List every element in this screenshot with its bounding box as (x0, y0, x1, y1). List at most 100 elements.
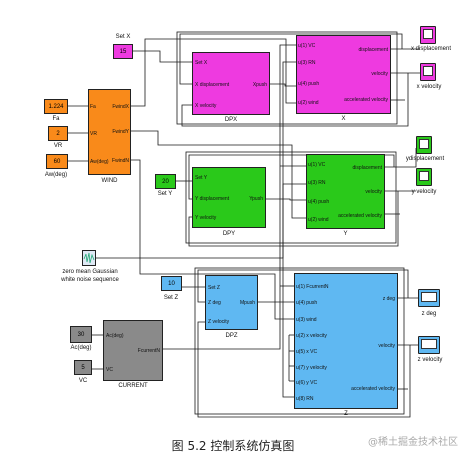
dpx-in-disp: X displacement (195, 82, 230, 88)
x-in-4: u(2) wind (298, 100, 319, 106)
x-out-disp: displacement (358, 47, 388, 53)
y-out-disp: displacement (352, 165, 382, 171)
y-in-1: u(1) VC (308, 162, 326, 168)
noise-block[interactable] (82, 250, 96, 266)
dpy-block[interactable]: Set Y Y displacement Y velocity Ypush (192, 167, 266, 228)
z-in-1: u(1) FcurrentN (296, 284, 329, 290)
dpz-block[interactable]: Set Z Z deg Z velocity Mpush (205, 275, 258, 330)
x-out-acc: accelerated velocity (344, 97, 388, 103)
fa-value: 1.224 (48, 103, 64, 110)
vr-value: 2 (56, 130, 60, 137)
x-in-2: u(3) RN (298, 60, 316, 66)
z-name: Z (344, 411, 348, 417)
current-out: FcurrentN (137, 348, 160, 354)
set-y-label: Set Y (157, 191, 173, 197)
x-name: X (341, 116, 346, 122)
fa-label: Fa (52, 116, 60, 122)
wind-name: WIND (101, 178, 118, 184)
wind-out-x: FwindX (112, 104, 129, 110)
z-in-5: u(5) x VC (296, 349, 318, 355)
z-velocity-scope[interactable] (418, 336, 440, 354)
wind-out-y: FwindY (112, 129, 129, 135)
dpz-out-push: Mpush (239, 300, 255, 306)
z-block[interactable]: u(1) FcurrentN u(4) push u(3) wind u(2) … (294, 273, 398, 409)
aw-value: 60 (53, 158, 61, 165)
z-out-deg: z deg (382, 296, 395, 302)
x-displacement-scope[interactable] (420, 26, 436, 44)
set-z-value: 10 (168, 280, 175, 287)
aw-constant[interactable]: 60 (46, 154, 68, 169)
set-y-constant[interactable]: 20 (155, 174, 176, 189)
wind-out-n: FwindN (112, 158, 129, 164)
dpx-in-vel: X velocity (195, 103, 217, 109)
vr-constant[interactable]: 2 (48, 126, 68, 141)
y-name: Y (343, 231, 348, 237)
x-in-3: u(4) push (298, 81, 320, 87)
dpz-in-vel: Z velocity (208, 319, 230, 325)
set-x-label: Set X (115, 34, 131, 40)
aw-label: Aw(deg) (44, 172, 68, 178)
current-block[interactable]: Ac(deg) VC FcurrentN (103, 320, 163, 381)
dpy-in-vel: Y velocity (195, 215, 217, 221)
noise-label-2: white noise sequence (61, 277, 119, 283)
y-out-acc: accelerated velocity (338, 213, 382, 219)
x-block[interactable]: u(1) VC u(3) RN u(4) push u(2) wind disp… (296, 35, 391, 114)
set-x-value: 15 (119, 48, 127, 55)
vc-value: 5 (81, 364, 85, 371)
y-velocity-label: y velocity (411, 189, 437, 195)
watermark: @稀土掘金技术社区 (368, 437, 458, 448)
dpy-name: DPY (222, 231, 236, 237)
wind-in-vr: VR (90, 131, 97, 137)
fa-constant[interactable]: 1.224 (44, 99, 68, 114)
vc-label: VC (78, 378, 88, 384)
z-out-acc: accelerated velocity (351, 386, 395, 392)
x-out-vel: velocity (371, 71, 388, 77)
y-in-3: u(4) push (308, 199, 330, 205)
wind-in-fa: Fa (90, 104, 96, 110)
y-displacement-label: ydisplacement (405, 156, 445, 162)
z-deg-label: z deg (421, 311, 437, 317)
dpx-block[interactable]: Set X X displacement X velocity Xpush (192, 52, 270, 115)
y-block[interactable]: u(1) VC u(3) RN u(4) push u(2) wind disp… (306, 154, 385, 229)
dpx-in-setx: Set X (195, 60, 208, 66)
dpy-in-disp: Y displacement (195, 196, 230, 202)
z-deg-scope[interactable] (418, 289, 440, 307)
vr-label: VR (53, 143, 63, 149)
x-displacement-label: x displacement (410, 46, 452, 52)
ac-label: Ac(deg) (70, 345, 92, 351)
x-in-1: u(1) VC (298, 43, 316, 49)
set-z-label: Set Z (163, 295, 179, 301)
dpx-name: DPX (224, 117, 238, 123)
y-velocity-scope[interactable] (416, 168, 432, 186)
ac-value: 30 (77, 331, 85, 338)
y-displacement-scope[interactable] (416, 136, 432, 154)
vc-constant[interactable]: 5 (74, 360, 92, 375)
set-y-value: 20 (162, 178, 169, 185)
dpz-name: DPZ (225, 333, 238, 339)
dpz-in-deg: Z deg (208, 300, 221, 306)
set-z-constant[interactable]: 10 (161, 276, 182, 291)
z-in-8: u(8) RN (296, 396, 314, 402)
z-in-7: u(6) y VC (296, 380, 318, 386)
z-out-vel: velocity (378, 343, 395, 349)
y-out-vel: velocity (365, 189, 382, 195)
y-in-2: u(3) RN (308, 180, 326, 186)
ac-constant[interactable]: 30 (70, 326, 92, 343)
wind-block[interactable]: Fa VR Aw(deg) FwindX FwindY FwindN (88, 89, 131, 175)
noise-icon (83, 252, 95, 264)
dpy-out-push: Ypush (249, 196, 263, 202)
y-in-4: u(2) wind (308, 217, 329, 223)
current-in-ac: Ac(deg) (106, 333, 124, 339)
x-velocity-scope[interactable] (420, 63, 436, 81)
dpy-in-sety: Set Y (195, 175, 208, 181)
current-in-vc: VC (106, 367, 113, 373)
set-x-constant[interactable]: 15 (113, 44, 133, 59)
wind-in-aw: Aw(deg) (90, 159, 109, 165)
dpz-in-setz: Set Z (208, 285, 220, 291)
z-in-3: u(3) wind (296, 317, 317, 323)
z-in-4: u(2) x velocity (296, 333, 327, 339)
z-velocity-label: z velocity (417, 357, 443, 363)
noise-label-1: zero mean Gaussian (62, 269, 118, 275)
